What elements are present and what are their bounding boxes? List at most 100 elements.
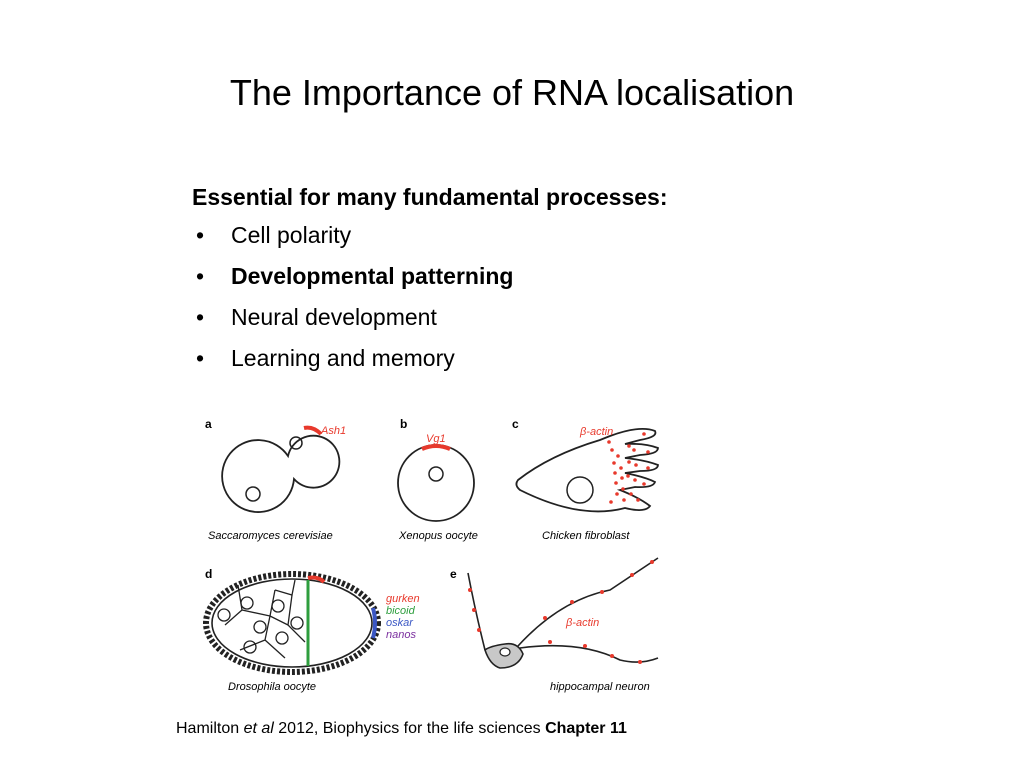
panel-e-letter: e [450,567,457,581]
slide-title: The Importance of RNA localisation [229,72,795,113]
rna-granule [620,476,624,480]
rna-granule [615,492,619,496]
citation: Hamilton et al 2012, Biophysics for the … [176,720,627,738]
rna-granule [634,463,638,467]
bullet-item-cell-polarity: • Cell polarity [196,222,352,248]
beta-actin-granules-neuron [468,560,654,664]
rna-granule [621,487,625,491]
rna-granule [626,474,630,478]
citation-etal: et al [243,720,274,737]
fibroblast-outline [515,427,659,513]
panel-c-letter: c [512,417,519,431]
rna-granule [636,498,640,502]
rna-granule [543,616,547,620]
nurse-cell-border [264,639,286,659]
panel-a-yeast: a Ash1 Saccaromyces cerevisiae [205,417,346,542]
panel-c-caption: Chicken fibroblast [542,530,630,542]
legend-oskar: oskar [386,617,414,629]
neuron-nucleus [499,647,511,657]
bullet-item-developmental-patterning: • Developmental patterning [196,263,514,289]
slide-body: Essential for many fundamental processes… [192,182,668,384]
nurse-cell-nuclei [217,596,304,654]
rna-granule [642,432,646,436]
rna-localisation-figure: a Ash1 Saccaromyces cerevisiae b Vg1 Xen… [203,417,659,693]
nurse-cell-border [241,589,276,617]
panel-b-letter: b [400,417,407,431]
nurse-nucleus [243,640,257,654]
beta-actin-label-e: β-actin [565,617,599,629]
nurse-nucleus [275,631,289,645]
legend-bicoid: bicoid [386,605,416,617]
nurse-nucleus [253,620,267,634]
rna-granule [650,560,654,564]
panel-c-fibroblast: c β-acti [512,417,659,542]
rna-granule [632,448,636,452]
oskar-nanos-posterior [371,607,377,639]
legend-nanos: nanos [386,629,416,641]
panel-a-caption: Saccaromyces cerevisiae [208,530,333,542]
bullet-icon: • [196,304,205,330]
vg1-label: Vg1 [426,433,446,445]
beta-actin-mrna-cluster [607,432,650,504]
bullet-item-neural-development: • Neural development [196,304,437,330]
rna-granule [607,440,611,444]
rna-granule [472,608,476,612]
rna-granule [633,478,637,482]
rna-granule [610,654,614,658]
nurse-nucleus [290,616,304,630]
panel-d-drosophila: d gurken bicoid oskar nanos Drosophil [203,567,420,693]
bullet-icon: • [196,345,205,371]
rna-granule [646,450,650,454]
rna-granule [630,573,634,577]
oocyte-nucleus [428,466,444,482]
panel-b-caption: Xenopus oocyte [398,530,478,542]
nurse-cell-border [274,579,296,596]
panel-e-caption: hippocampal neuron [550,681,650,693]
nurse-cell-border [269,615,289,626]
citation-author: Hamilton [176,720,244,737]
rna-granule [619,466,623,470]
panel-d-caption: Drosophila oocyte [228,681,316,693]
fibroblast-nucleus [566,476,594,504]
rna-granule [629,492,633,496]
follicle-cell-layer [203,571,381,675]
nurse-cells [224,579,306,659]
bullet-heading: Essential for many fundamental processes… [192,184,668,210]
rna-granule [613,471,617,475]
nurse-nucleus [217,608,231,622]
oocyte-chamber-outline [211,578,373,668]
mother-nucleus [245,486,261,502]
neurite [519,644,659,663]
rna-granule [622,498,626,502]
panel-e-neuron: e β-actin hippocampal neuron [450,557,659,693]
bullet-item-learning-memory: • Learning and memory [196,345,455,371]
bullet-icon: • [196,222,205,248]
yeast-cell-outline [221,434,341,513]
gurken-mark [307,575,326,584]
citation-chapter: Chapter 11 [545,720,627,737]
rna-granule [646,466,650,470]
rna-granule [627,444,631,448]
panel-b-xenopus: b Vg1 Xenopus oocyte [397,417,478,542]
rna-granule [600,590,604,594]
rna-granule [616,454,620,458]
beta-actin-label-c: β-actin [579,426,613,438]
rna-granule [583,644,587,648]
bullet-list: • Cell polarity • Developmental patterni… [192,220,668,373]
rna-granule [612,461,616,465]
panel-a-letter: a [205,417,212,431]
legend-gurken: gurken [386,593,420,605]
rna-granule [477,628,481,632]
rna-granule [627,460,631,464]
bud-nucleus [289,436,303,450]
vg1-rna-mark [421,444,451,451]
panel-d-letter: d [205,567,212,581]
rna-granule [610,448,614,452]
ash1-rna-mark [303,425,323,436]
neurite [517,557,659,647]
oocyte-outline [397,444,475,522]
rna-granule [614,481,618,485]
rna-granule [468,588,472,592]
rna-granule [609,500,613,504]
nurse-nucleus [240,596,254,610]
